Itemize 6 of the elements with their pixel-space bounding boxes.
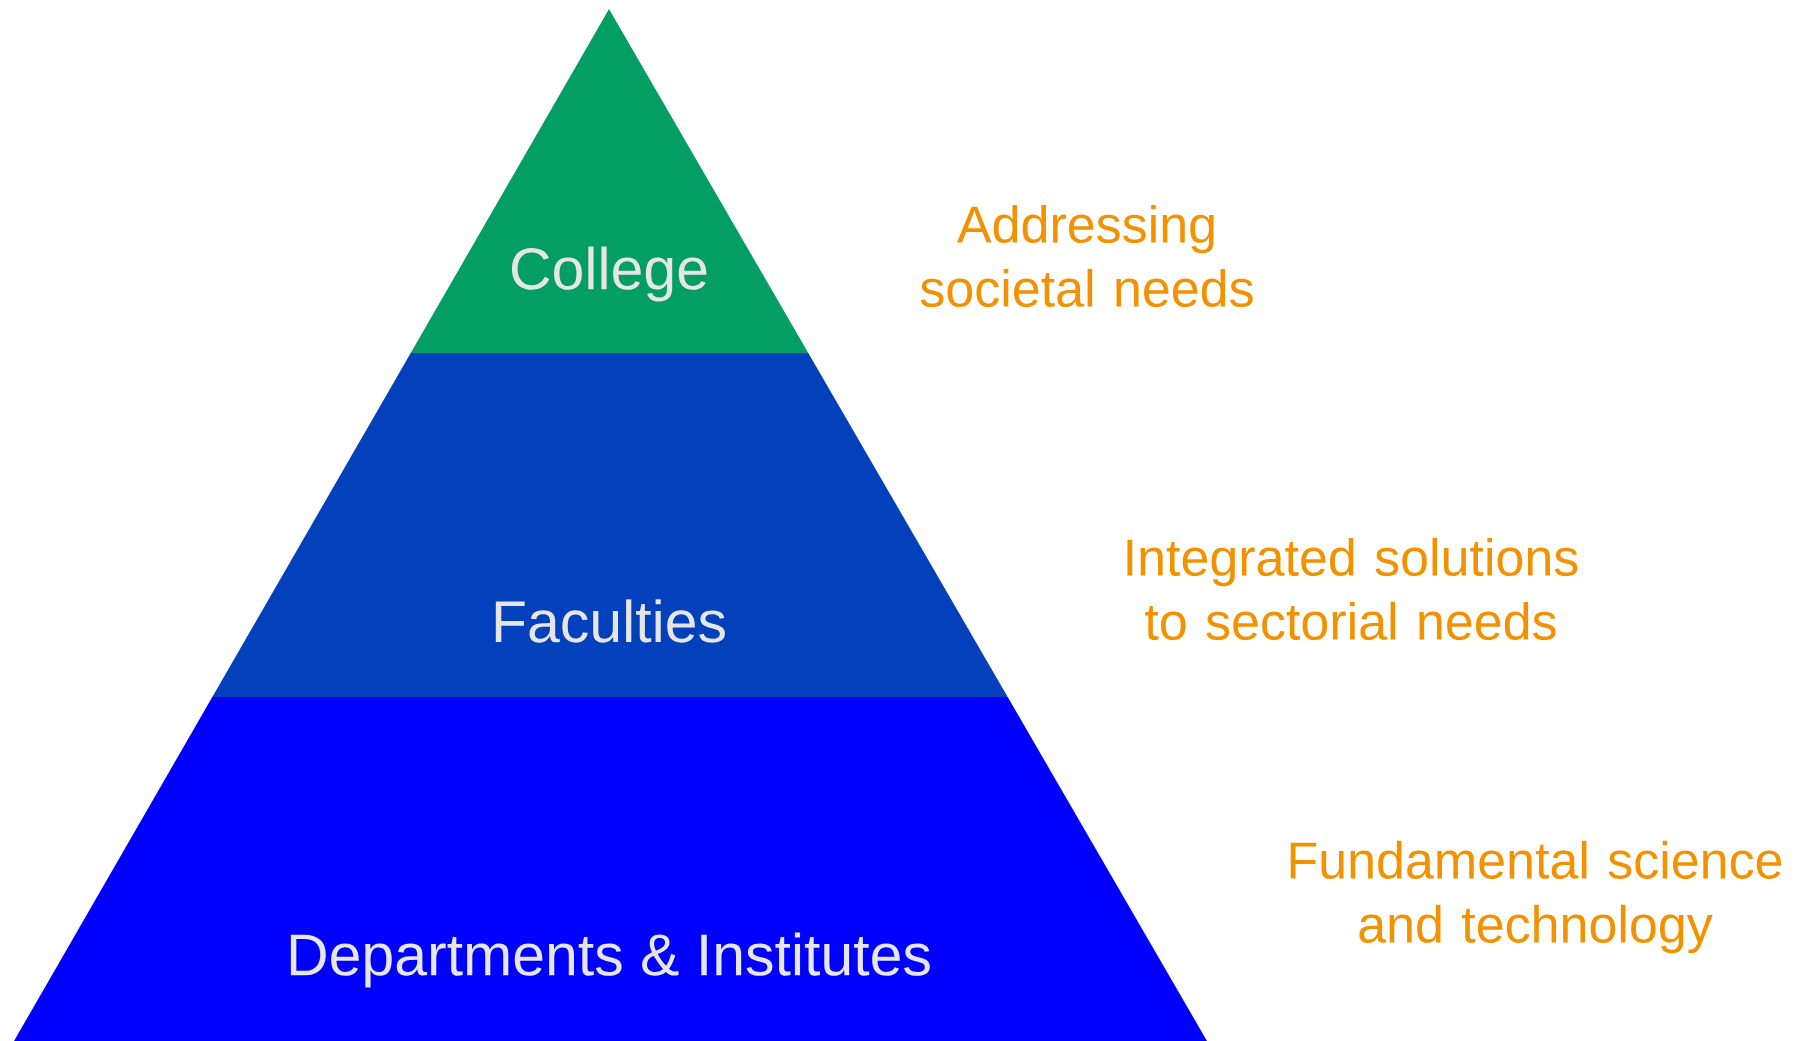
pyramid-level: Faculties (212, 353, 1008, 697)
side-note: Fundamental science and technology (1290, 840, 1782, 954)
pyramid-level: Departments & Institutes (14, 697, 1207, 1041)
side-note: Integrated solutions to sectorial needs (1127, 537, 1578, 641)
pyramid-level: College (410, 9, 809, 353)
side-note: Addressing societal needs (920, 204, 1253, 308)
